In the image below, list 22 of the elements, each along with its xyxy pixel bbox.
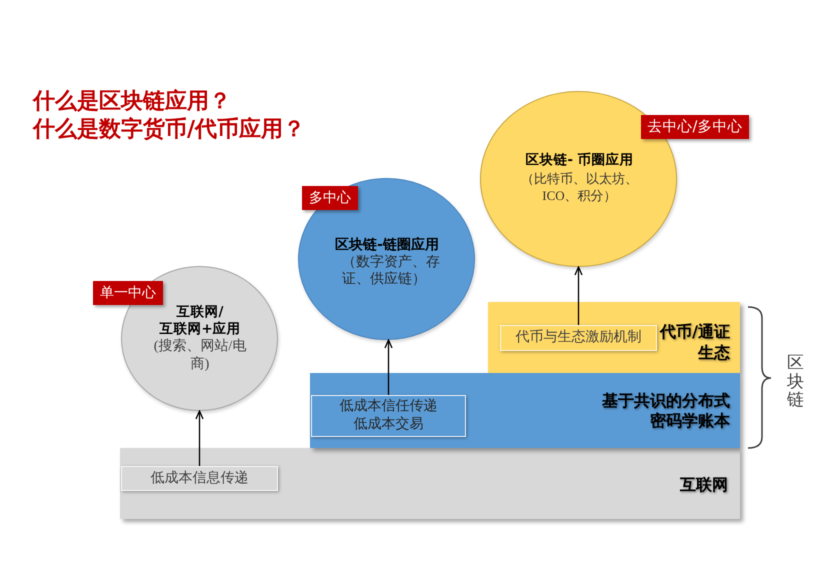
layer-band: [120, 448, 740, 519]
centralization-tag: 去中心/多中心: [641, 115, 749, 139]
bracket-label: 区块链: [787, 354, 804, 410]
arrow: [195, 410, 204, 466]
feature-box: 代币与生态激励机制: [500, 325, 657, 351]
layer-label: 基于共识的分布式密码学账本: [601, 391, 730, 430]
circle-title: 区块链-链圈应用: [334, 237, 440, 254]
circle-title: 区块链- 币圈应用: [524, 152, 635, 169]
feature-box: 低成本信任传递低成本交易: [311, 395, 466, 437]
circle-description: （比特币、以太坊、ICO、积分）: [520, 170, 639, 204]
feature-box: 低成本信息传递: [121, 466, 278, 491]
title: 什么是区块链应用？什么是数字货币/代币应用？: [33, 88, 306, 144]
layer-band: [310, 373, 740, 448]
centralization-tag: 单一中心: [93, 281, 163, 305]
circle-description: (搜索、网站/电商): [152, 338, 248, 374]
arrow: [384, 339, 393, 395]
circle-description: （数字资产、存证、供应链）: [342, 254, 441, 288]
layer-label: 代币/通证生态: [658, 321, 730, 363]
layer-label: 互联网: [679, 475, 728, 495]
layer-band: [488, 302, 740, 373]
arrow: [574, 266, 583, 325]
circle-title: 互联网/互联网+应用: [159, 304, 241, 338]
